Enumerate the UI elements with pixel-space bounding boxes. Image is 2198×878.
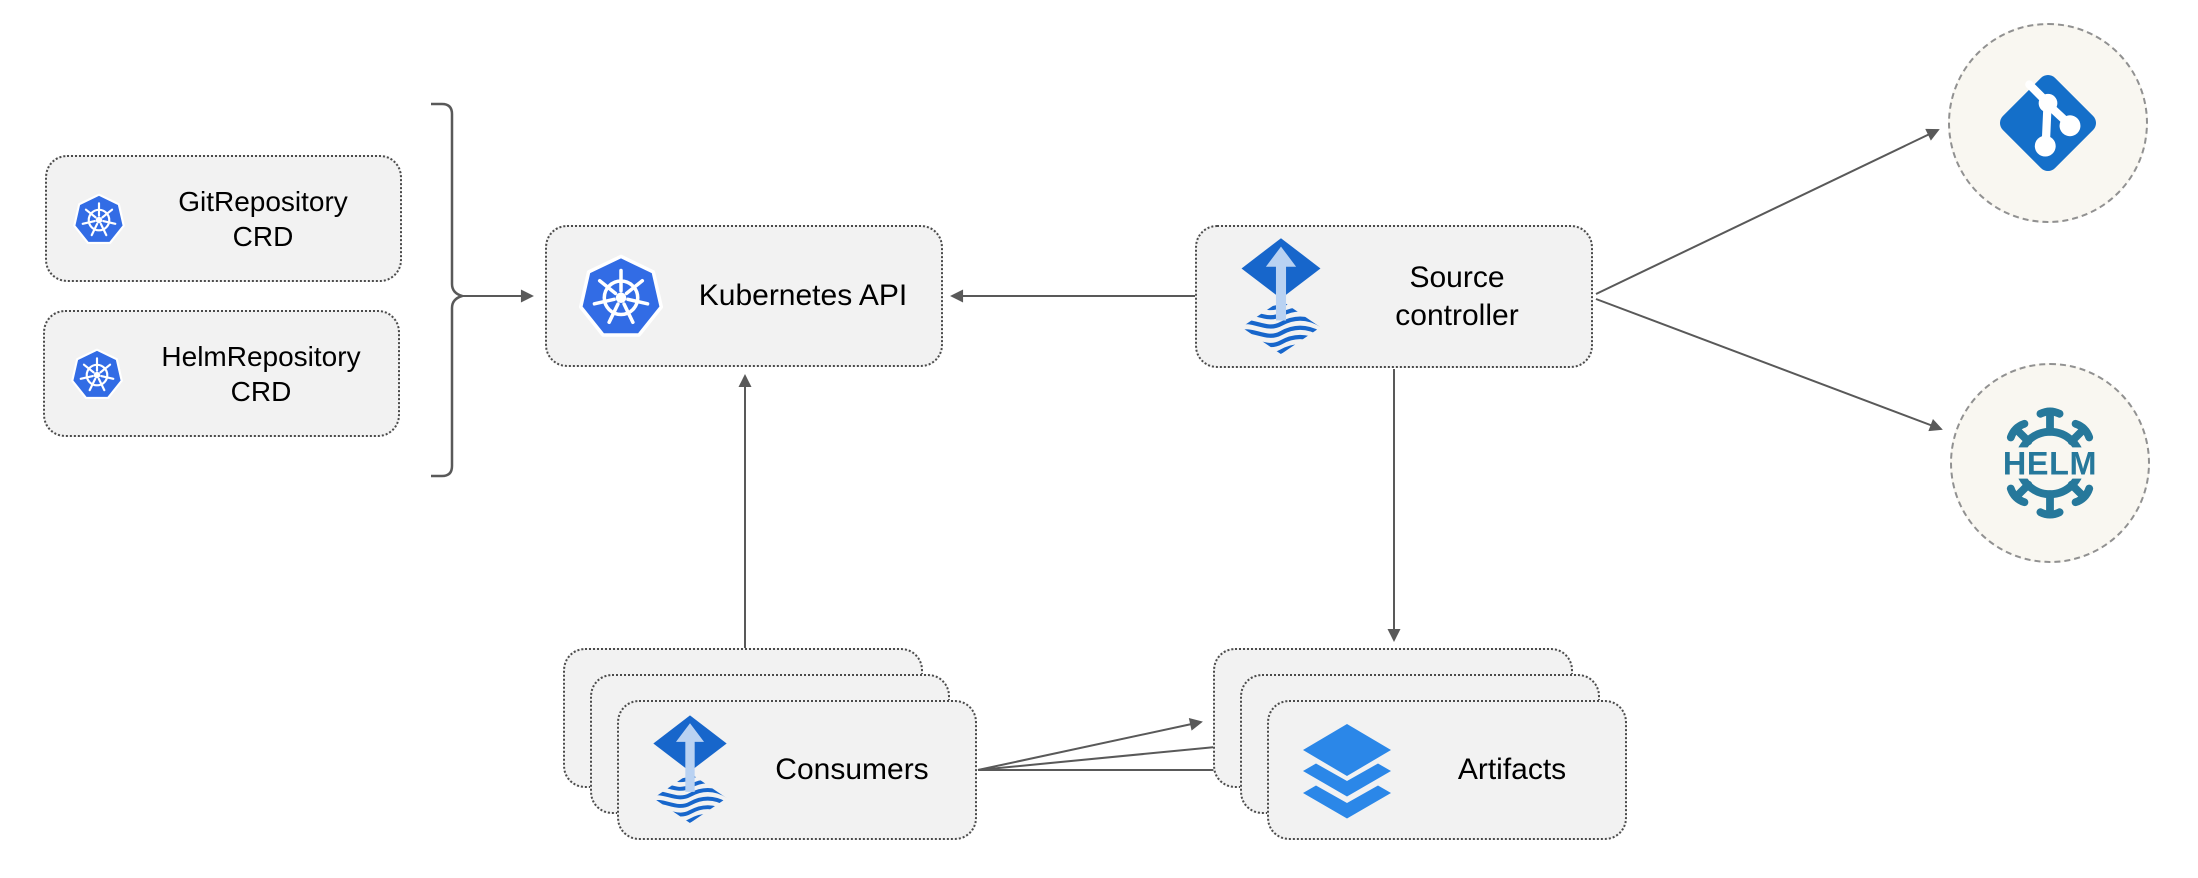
node-consumers: Consumers	[617, 700, 977, 840]
helm-label: HELM	[2003, 445, 2097, 481]
node-label: Consumers	[775, 753, 929, 787]
node-helm-remote: HELM	[1950, 363, 2150, 563]
node-git-remote	[1948, 23, 2148, 223]
node-consumers-stack: Consumers	[563, 648, 977, 840]
kubernetes-icon	[577, 252, 665, 340]
node-git-repository-crd: GitRepository CRD	[45, 155, 402, 282]
node-helm-repository-crd: HelmRepository CRD	[43, 310, 400, 437]
node-kubernetes-api: Kubernetes API	[545, 225, 943, 367]
artifacts-layers-icon	[1295, 720, 1399, 820]
git-icon	[1993, 68, 2103, 178]
node-label: Source controller	[1395, 261, 1519, 332]
helm-wheel-icon: HELM	[1997, 407, 2103, 519]
node-label: Kubernetes API	[698, 279, 908, 313]
node-source-controller: Source controller	[1195, 225, 1593, 368]
kubernetes-icon	[72, 192, 126, 246]
kubernetes-icon	[70, 347, 124, 401]
node-label: GitRepository CRD	[178, 185, 348, 252]
crds-brace	[431, 102, 467, 478]
arrow-consumers-to-artifacts-1	[977, 717, 1203, 771]
node-label: Artifacts	[1457, 753, 1567, 787]
arrow-source-to-helm	[1595, 298, 1943, 432]
node-artifacts: Artifacts	[1267, 700, 1627, 840]
flux-source-controller-icon	[651, 715, 729, 825]
flux-source-controller-icon	[1239, 238, 1323, 356]
node-label: HelmRepository CRD	[161, 340, 361, 407]
arrow-source-to-git	[1595, 128, 1940, 295]
arrow-consumers-to-artifacts-2	[977, 740, 1228, 771]
node-artifacts-stack: Artifacts	[1213, 648, 1627, 840]
